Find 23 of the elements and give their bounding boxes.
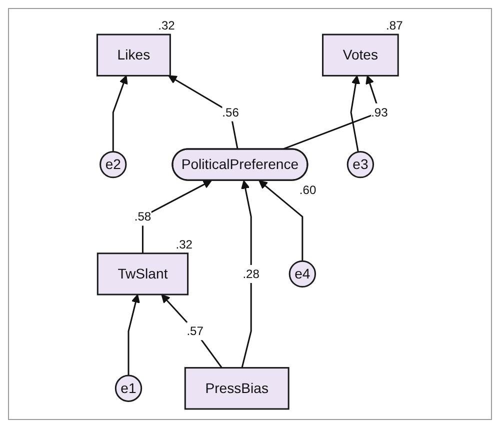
arrow bbox=[161, 294, 222, 368]
variable-box: Votes bbox=[322, 34, 399, 76]
arrow bbox=[241, 180, 252, 368]
edge-label: .28 bbox=[242, 264, 260, 283]
arrow bbox=[168, 75, 238, 150]
error-circle: e3 bbox=[346, 150, 374, 178]
error-circle: e4 bbox=[288, 260, 316, 288]
estimate-label: .32 bbox=[176, 237, 192, 252]
variable-box: Likes bbox=[96, 34, 171, 76]
arrow bbox=[128, 294, 140, 376]
edge-label: .57 bbox=[186, 322, 204, 340]
arrow bbox=[350, 75, 360, 152]
arrow bbox=[142, 180, 212, 254]
estimate-label: .60 bbox=[299, 183, 316, 198]
latent-variable-oval: PoliticalPreference bbox=[172, 148, 308, 181]
variable-box: PressBias bbox=[184, 367, 290, 410]
error-circle: e1 bbox=[114, 374, 142, 402]
arrow bbox=[258, 180, 304, 262]
estimate-label: .87 bbox=[386, 18, 403, 33]
estimate-label: .32 bbox=[158, 18, 175, 33]
arrow bbox=[112, 75, 128, 152]
variable-box: TwSlant bbox=[96, 252, 189, 296]
error-circle: e2 bbox=[100, 150, 127, 178]
